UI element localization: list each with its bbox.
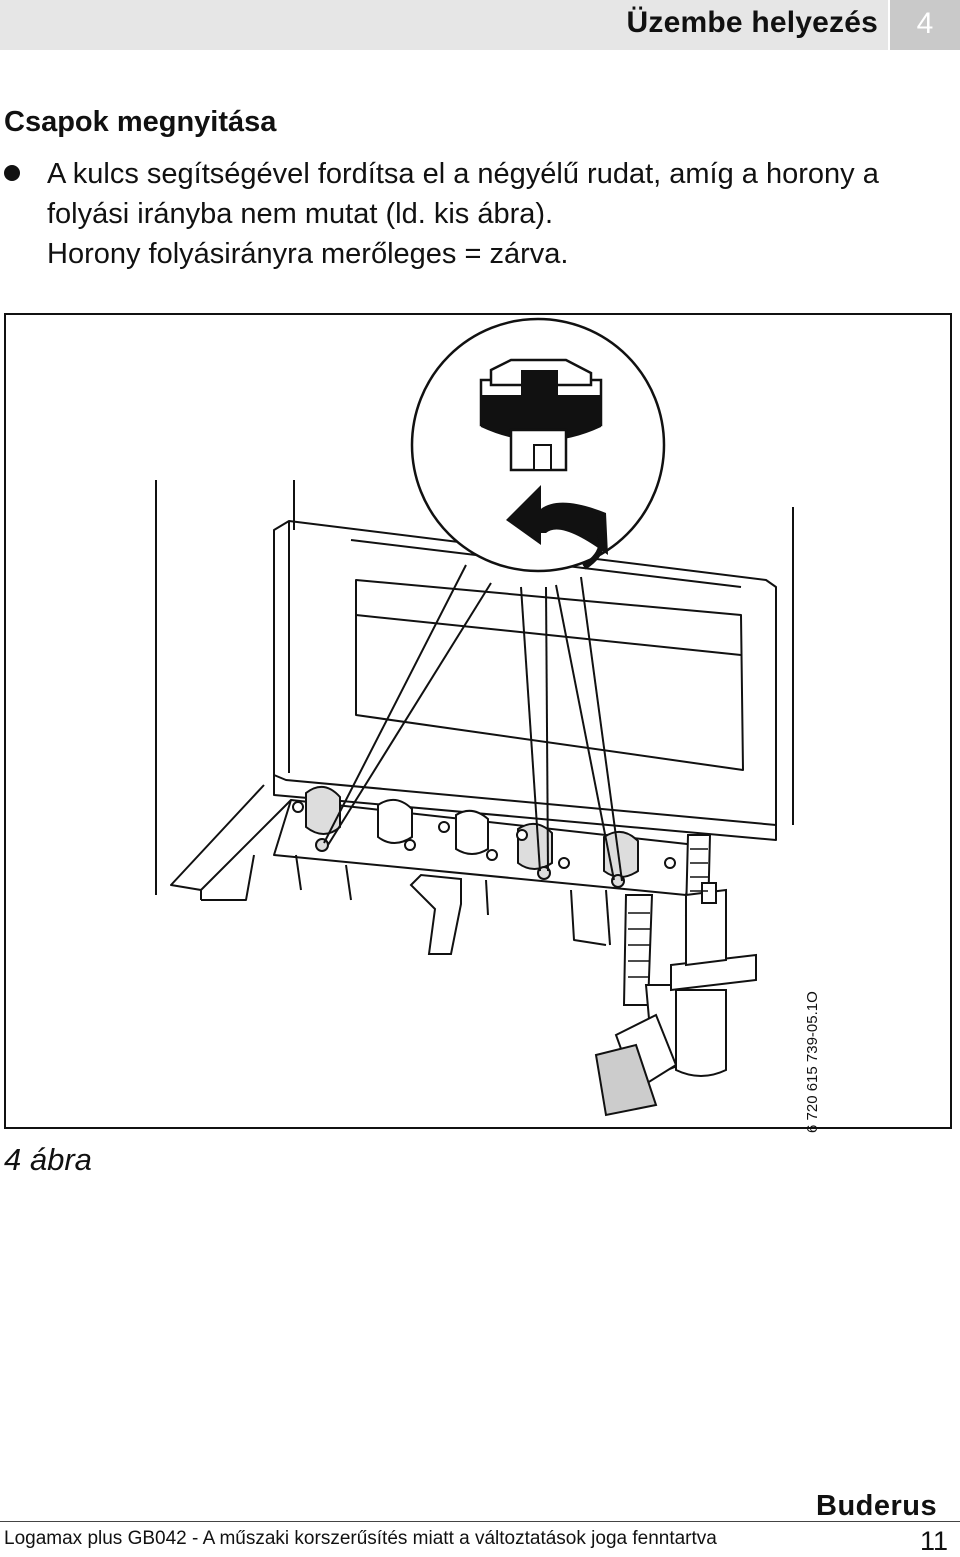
chapter-title: Üzembe helyezés [626, 6, 878, 39]
instruction-line-2: folyási irányba nem mutat (ld. kis ábra)… [47, 198, 554, 230]
footer-text: Logamax plus GB042 - A műszaki korszerűs… [4, 1528, 717, 1549]
chapter-number: 4 [916, 7, 934, 40]
header-title-box: Üzembe helyezés [0, 0, 888, 50]
rotation-arrow-icon [506, 485, 608, 570]
chapter-number-box: 4 [890, 0, 960, 50]
brand-logo: Buderus [816, 1490, 938, 1522]
bullet-icon [4, 165, 20, 181]
valve-key-detail [479, 358, 603, 472]
figure-reference-code: 6 720 615 739-05.1O [804, 991, 821, 1133]
figure-caption: 4 ábra [4, 1142, 92, 1177]
instruction-line-1: A kulcs segítségével fordítsa el a négyé… [47, 158, 879, 190]
figure-frame: 6 720 615 739-05.1O [4, 313, 952, 1133]
footer-divider [0, 1521, 960, 1522]
instruction-line-3: Horony folyásirányra merőleges = zárva. [47, 238, 569, 270]
boiler-illustration [155, 317, 794, 1117]
section-heading: Csapok megnyitása [4, 106, 277, 138]
page-number: 11 [920, 1526, 949, 1556]
page-header: Üzembe helyezés 4 [0, 0, 960, 50]
